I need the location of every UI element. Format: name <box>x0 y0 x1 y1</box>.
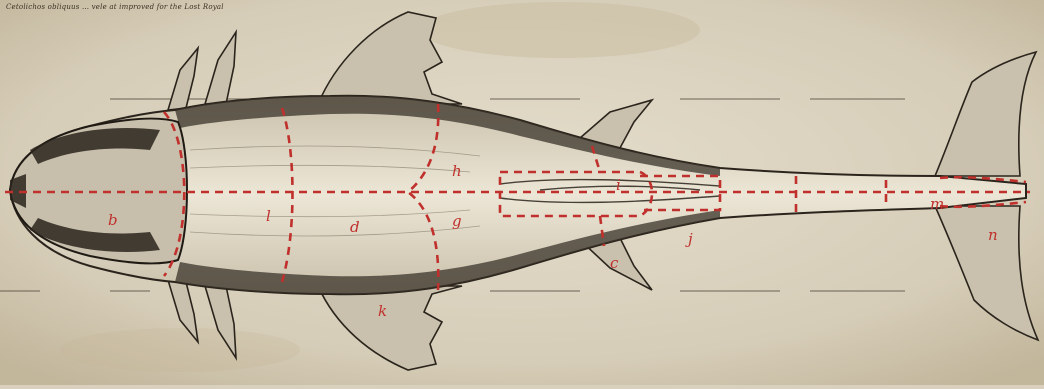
segment-label-c: c <box>610 254 619 272</box>
paper-stain <box>420 2 700 58</box>
segment-label-l: l <box>266 207 271 225</box>
diagram-caption: Cetolichos obliquus ... vele at improved… <box>6 3 224 11</box>
segment-label-m: m <box>930 195 944 213</box>
segment-label-b: b <box>108 211 118 229</box>
segment-label-g: g <box>452 212 462 230</box>
segment-label-n: n <box>988 226 998 244</box>
paper-stain <box>60 328 300 372</box>
segment-label-d: d <box>350 218 360 236</box>
segment-label-h: h <box>452 162 462 180</box>
segment-label-k: k <box>378 302 387 320</box>
segment-label-i: i <box>616 176 621 194</box>
